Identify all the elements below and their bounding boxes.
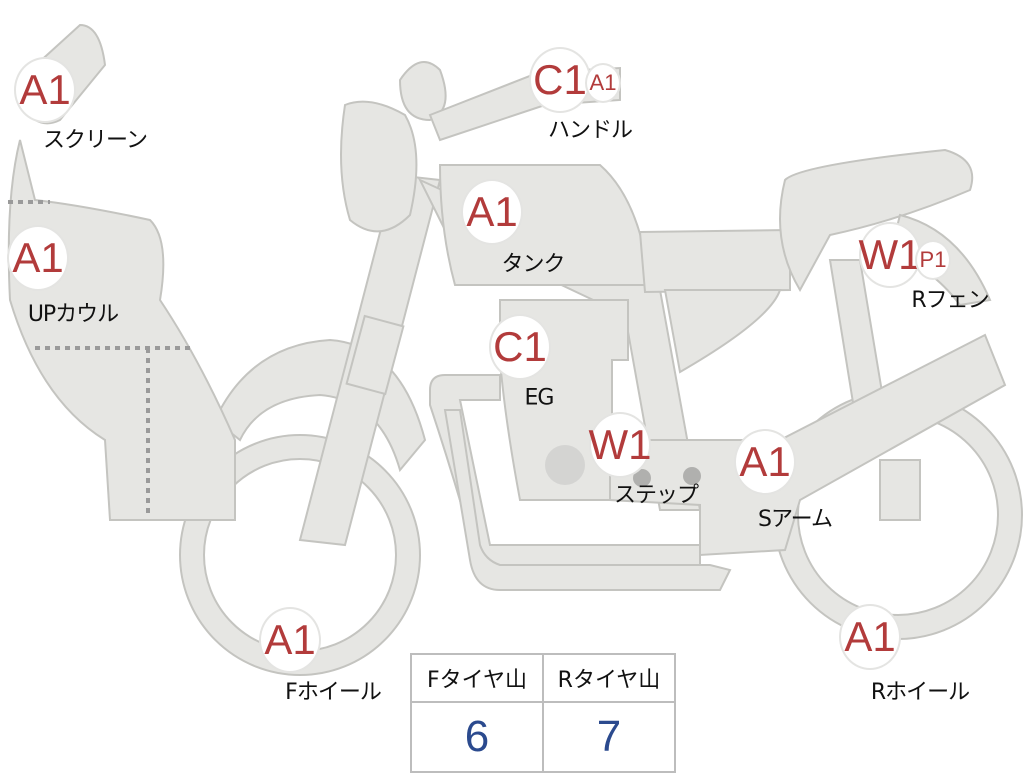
handle-condition-code-2[interactable]: A1 (585, 63, 621, 103)
tire-tread-table: Fタイヤ山 Rタイヤ山 6 7 (410, 653, 676, 773)
up-cowl-condition-code[interactable]: A1 (7, 225, 69, 291)
screen-label: スクリーン (43, 128, 148, 153)
rear-wheel-label: Rホイール (870, 680, 970, 705)
step-condition-code[interactable]: W1 (589, 412, 652, 478)
step-label: ステップ (613, 483, 699, 508)
rear-fender-condition-code[interactable]: W1 (859, 222, 922, 288)
front-tire-tread-value: 6 (410, 701, 544, 773)
tank-condition-code[interactable]: A1 (461, 179, 523, 245)
front-tire-tread-header: Fタイヤ山 (410, 653, 544, 703)
rear-tire-tread-header: Rタイヤ山 (542, 653, 676, 703)
up-cowl-shape (7, 139, 236, 521)
front-wheel-label: Fホイール (285, 680, 382, 705)
rear-tire-tread-value: 7 (542, 701, 676, 773)
seat-shape (779, 148, 974, 293)
swing-arm-label: Sアーム (758, 507, 833, 532)
handle-condition-code[interactable]: C1 (529, 47, 591, 113)
handle-label: ハンドル (547, 118, 633, 143)
front-wheel-condition-code[interactable]: A1 (259, 607, 321, 673)
swing-arm-shape (609, 333, 1007, 557)
engine-label: EG (524, 385, 555, 411)
screen-condition-code[interactable]: A1 (14, 57, 76, 123)
swing-arm-condition-code[interactable]: A1 (734, 429, 796, 495)
engine-condition-code[interactable]: C1 (489, 314, 551, 380)
up-cowl-label: UPカウル (27, 302, 119, 327)
rear-fender-condition-code-2[interactable]: P1 (915, 240, 951, 280)
rear-fender-label: Rフェン (911, 288, 989, 313)
rear-wheel-condition-code[interactable]: A1 (839, 604, 901, 670)
tank-label: タンク (501, 252, 565, 277)
